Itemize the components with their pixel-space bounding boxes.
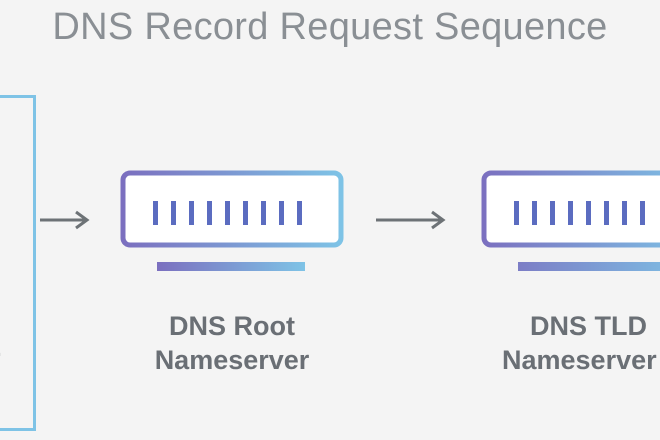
tld-label-line1: DNS TLD [530, 311, 647, 341]
tld-nameserver-label: DNS TLD Nameserver [502, 309, 660, 377]
diagram-title: DNS Record Request Sequence [52, 6, 608, 48]
arrow-client-to-root [40, 210, 90, 230]
root-label-line1: DNS Root [169, 311, 295, 341]
root-nameserver-label: DNS Root Nameserver [112, 309, 352, 377]
client-box [0, 95, 36, 431]
root-label-line2: Nameserver [154, 345, 310, 375]
arrow-root-to-tld [376, 210, 446, 230]
root-nameserver-icon [120, 170, 344, 271]
client-label: r [0, 343, 1, 374]
tld-nameserver-icon [481, 170, 660, 271]
tld-label-line2: Nameserver [502, 345, 657, 375]
